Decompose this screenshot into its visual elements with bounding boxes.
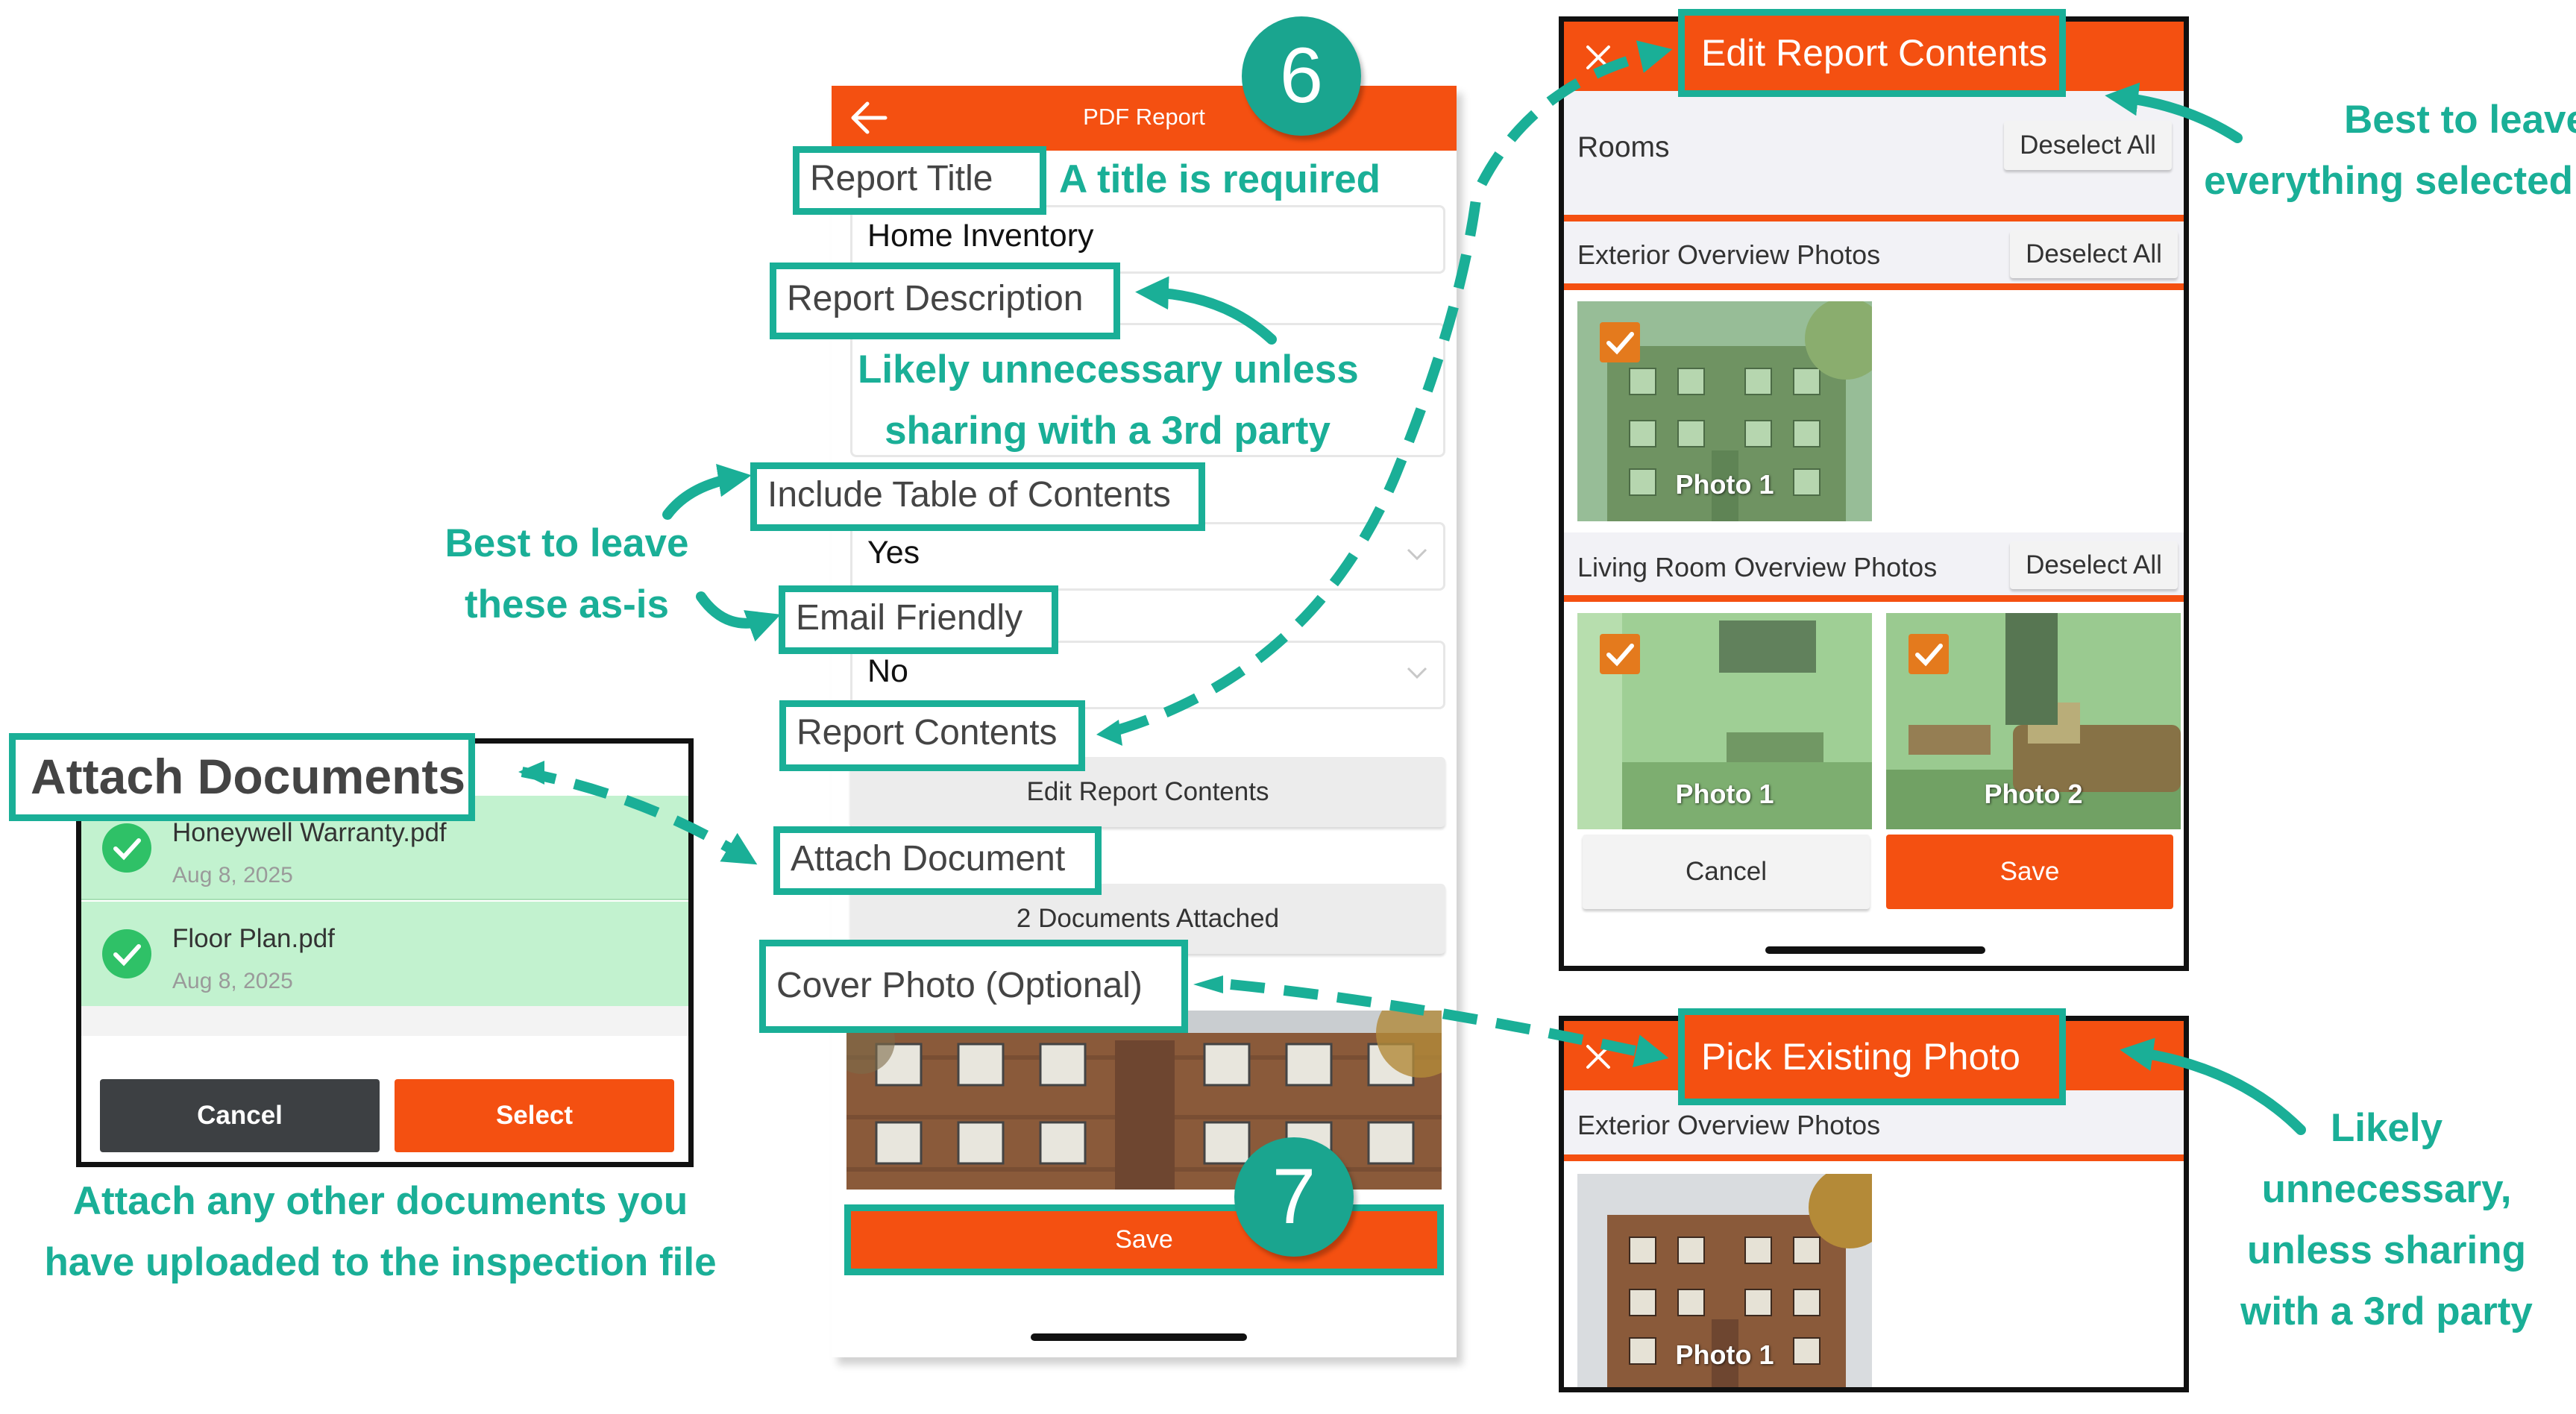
building-photo-image xyxy=(846,1011,1442,1190)
edit-report-contents-title: Edit Report Contents xyxy=(1678,9,2066,97)
photo-caption: Photo 1 xyxy=(1675,1339,1774,1370)
email-friendly-value: No xyxy=(867,653,908,689)
exterior-section-title: Exterior Overview Photos xyxy=(1577,239,1881,270)
home-indicator xyxy=(1765,946,1985,954)
leave-asis-note-line2: these as-is xyxy=(465,582,669,626)
chevron-down-icon xyxy=(1407,548,1427,561)
report-title-label: Report Title xyxy=(793,146,1046,215)
building-photo-image xyxy=(1577,1174,1872,1387)
title-required-note: A title is required xyxy=(1059,157,1380,201)
cover-note-line1: Likely xyxy=(2330,1106,2443,1150)
pick-existing-photo-title: Pick Existing Photo xyxy=(1678,1008,2066,1105)
exterior-section-header: Exterior Overview Photos Deselect All xyxy=(1564,221,2184,290)
check-circle-icon xyxy=(102,823,151,873)
living-room-photo-1[interactable]: Photo 1 xyxy=(1577,613,1872,829)
exterior-section-title: Exterior Overview Photos xyxy=(1577,1110,1881,1140)
checkbox-checked-icon[interactable] xyxy=(1600,322,1640,362)
document-date: Aug 8, 2025 xyxy=(172,969,293,993)
select-button[interactable]: Select xyxy=(395,1079,674,1152)
chevron-down-icon xyxy=(1407,667,1427,679)
step-7-badge: 7 xyxy=(1234,1137,1354,1257)
cover-note-line3: unless sharing xyxy=(2246,1228,2527,1272)
attach-documents-title: Attach Documents xyxy=(9,733,475,821)
leave-selected-note-line2: everything selected xyxy=(2204,159,2573,203)
document-date: Aug 8, 2025 xyxy=(172,863,293,887)
cover-note-line2: unnecessary, xyxy=(2261,1167,2512,1211)
living-room-photo-2[interactable]: Photo 2 xyxy=(1886,613,2181,829)
document-name: Floor Plan.pdf xyxy=(172,924,335,953)
photo-caption: Photo 1 xyxy=(1675,779,1774,809)
exterior-photo-1[interactable]: Photo 1 xyxy=(1577,301,1872,521)
report-description-label: Report Description xyxy=(770,263,1120,339)
email-friendly-label: Email Friendly xyxy=(779,585,1058,654)
rooms-deselect-all-button[interactable]: Deselect All xyxy=(2004,121,2172,170)
rooms-label: Rooms xyxy=(1577,131,1670,163)
toc-select[interactable]: Yes xyxy=(850,522,1445,591)
checkbox-checked-icon[interactable] xyxy=(1600,634,1640,674)
leave-asis-note-line1: Best to leave xyxy=(444,521,689,565)
report-title-value: Home Inventory xyxy=(867,218,1094,254)
documents-attached-button[interactable]: 2 Documents Attached xyxy=(850,884,1445,954)
toc-label: Include Table of Contents xyxy=(750,462,1205,531)
living-room-section-title: Living Room Overview Photos xyxy=(1577,552,1938,582)
save-report-button[interactable]: Save xyxy=(844,1204,1444,1275)
close-icon[interactable] xyxy=(1585,44,1612,71)
list-footer xyxy=(81,1006,688,1036)
home-indicator xyxy=(1031,1333,1247,1341)
document-item[interactable]: Floor Plan.pdf Aug 8, 2025 xyxy=(81,902,688,1006)
leave-selected-note-line1: Best to leave xyxy=(2344,98,2576,142)
rooms-row: Rooms Deselect All xyxy=(1564,91,2184,221)
description-note-line1: Likely unnecessary unless xyxy=(858,348,1359,392)
photo-caption: Photo 1 xyxy=(1675,469,1774,500)
cover-note-line4: with a 3rd party xyxy=(2240,1289,2533,1333)
report-contents-label: Report Contents xyxy=(779,700,1085,771)
living-room-deselect-all-button[interactable]: Deselect All xyxy=(2010,541,2178,589)
attach-note-line2: have uploaded to the inspection file xyxy=(44,1240,717,1284)
document-name: Honeywell Warranty.pdf xyxy=(172,818,447,847)
back-arrow-icon[interactable] xyxy=(848,99,890,136)
cancel-button[interactable]: Cancel xyxy=(100,1079,380,1152)
cover-photo-label: Cover Photo (Optional) xyxy=(759,940,1188,1033)
cover-photo[interactable] xyxy=(846,1011,1442,1190)
screen-title: PDF Report xyxy=(1083,104,1205,130)
attach-document-label: Attach Document xyxy=(773,826,1102,895)
attach-note-line1: Attach any other documents you xyxy=(72,1179,688,1223)
close-icon[interactable] xyxy=(1585,1043,1612,1070)
photo-caption: Photo 2 xyxy=(1984,779,2083,809)
app-bar: PDF Report xyxy=(832,86,1457,151)
save-button[interactable]: Save xyxy=(1886,835,2173,909)
pick-existing-photo-panel: Exterior Overview Photos Photo 1 xyxy=(1559,1016,2189,1392)
pick-photo-1[interactable]: Photo 1 xyxy=(1577,1174,1872,1387)
exterior-deselect-all-button[interactable]: Deselect All xyxy=(2010,230,2178,278)
living-room-section-header: Living Room Overview Photos Deselect All xyxy=(1564,532,2184,602)
cancel-button[interactable]: Cancel xyxy=(1583,835,1870,909)
check-circle-icon xyxy=(102,929,151,978)
description-note-line2: sharing with a 3rd party xyxy=(885,409,1331,453)
toc-value: Yes xyxy=(867,535,920,571)
step-6-badge: 6 xyxy=(1242,16,1361,136)
edit-report-contents-panel: Rooms Deselect All Exterior Overview Pho… xyxy=(1559,16,2189,971)
checkbox-checked-icon[interactable] xyxy=(1909,634,1949,674)
